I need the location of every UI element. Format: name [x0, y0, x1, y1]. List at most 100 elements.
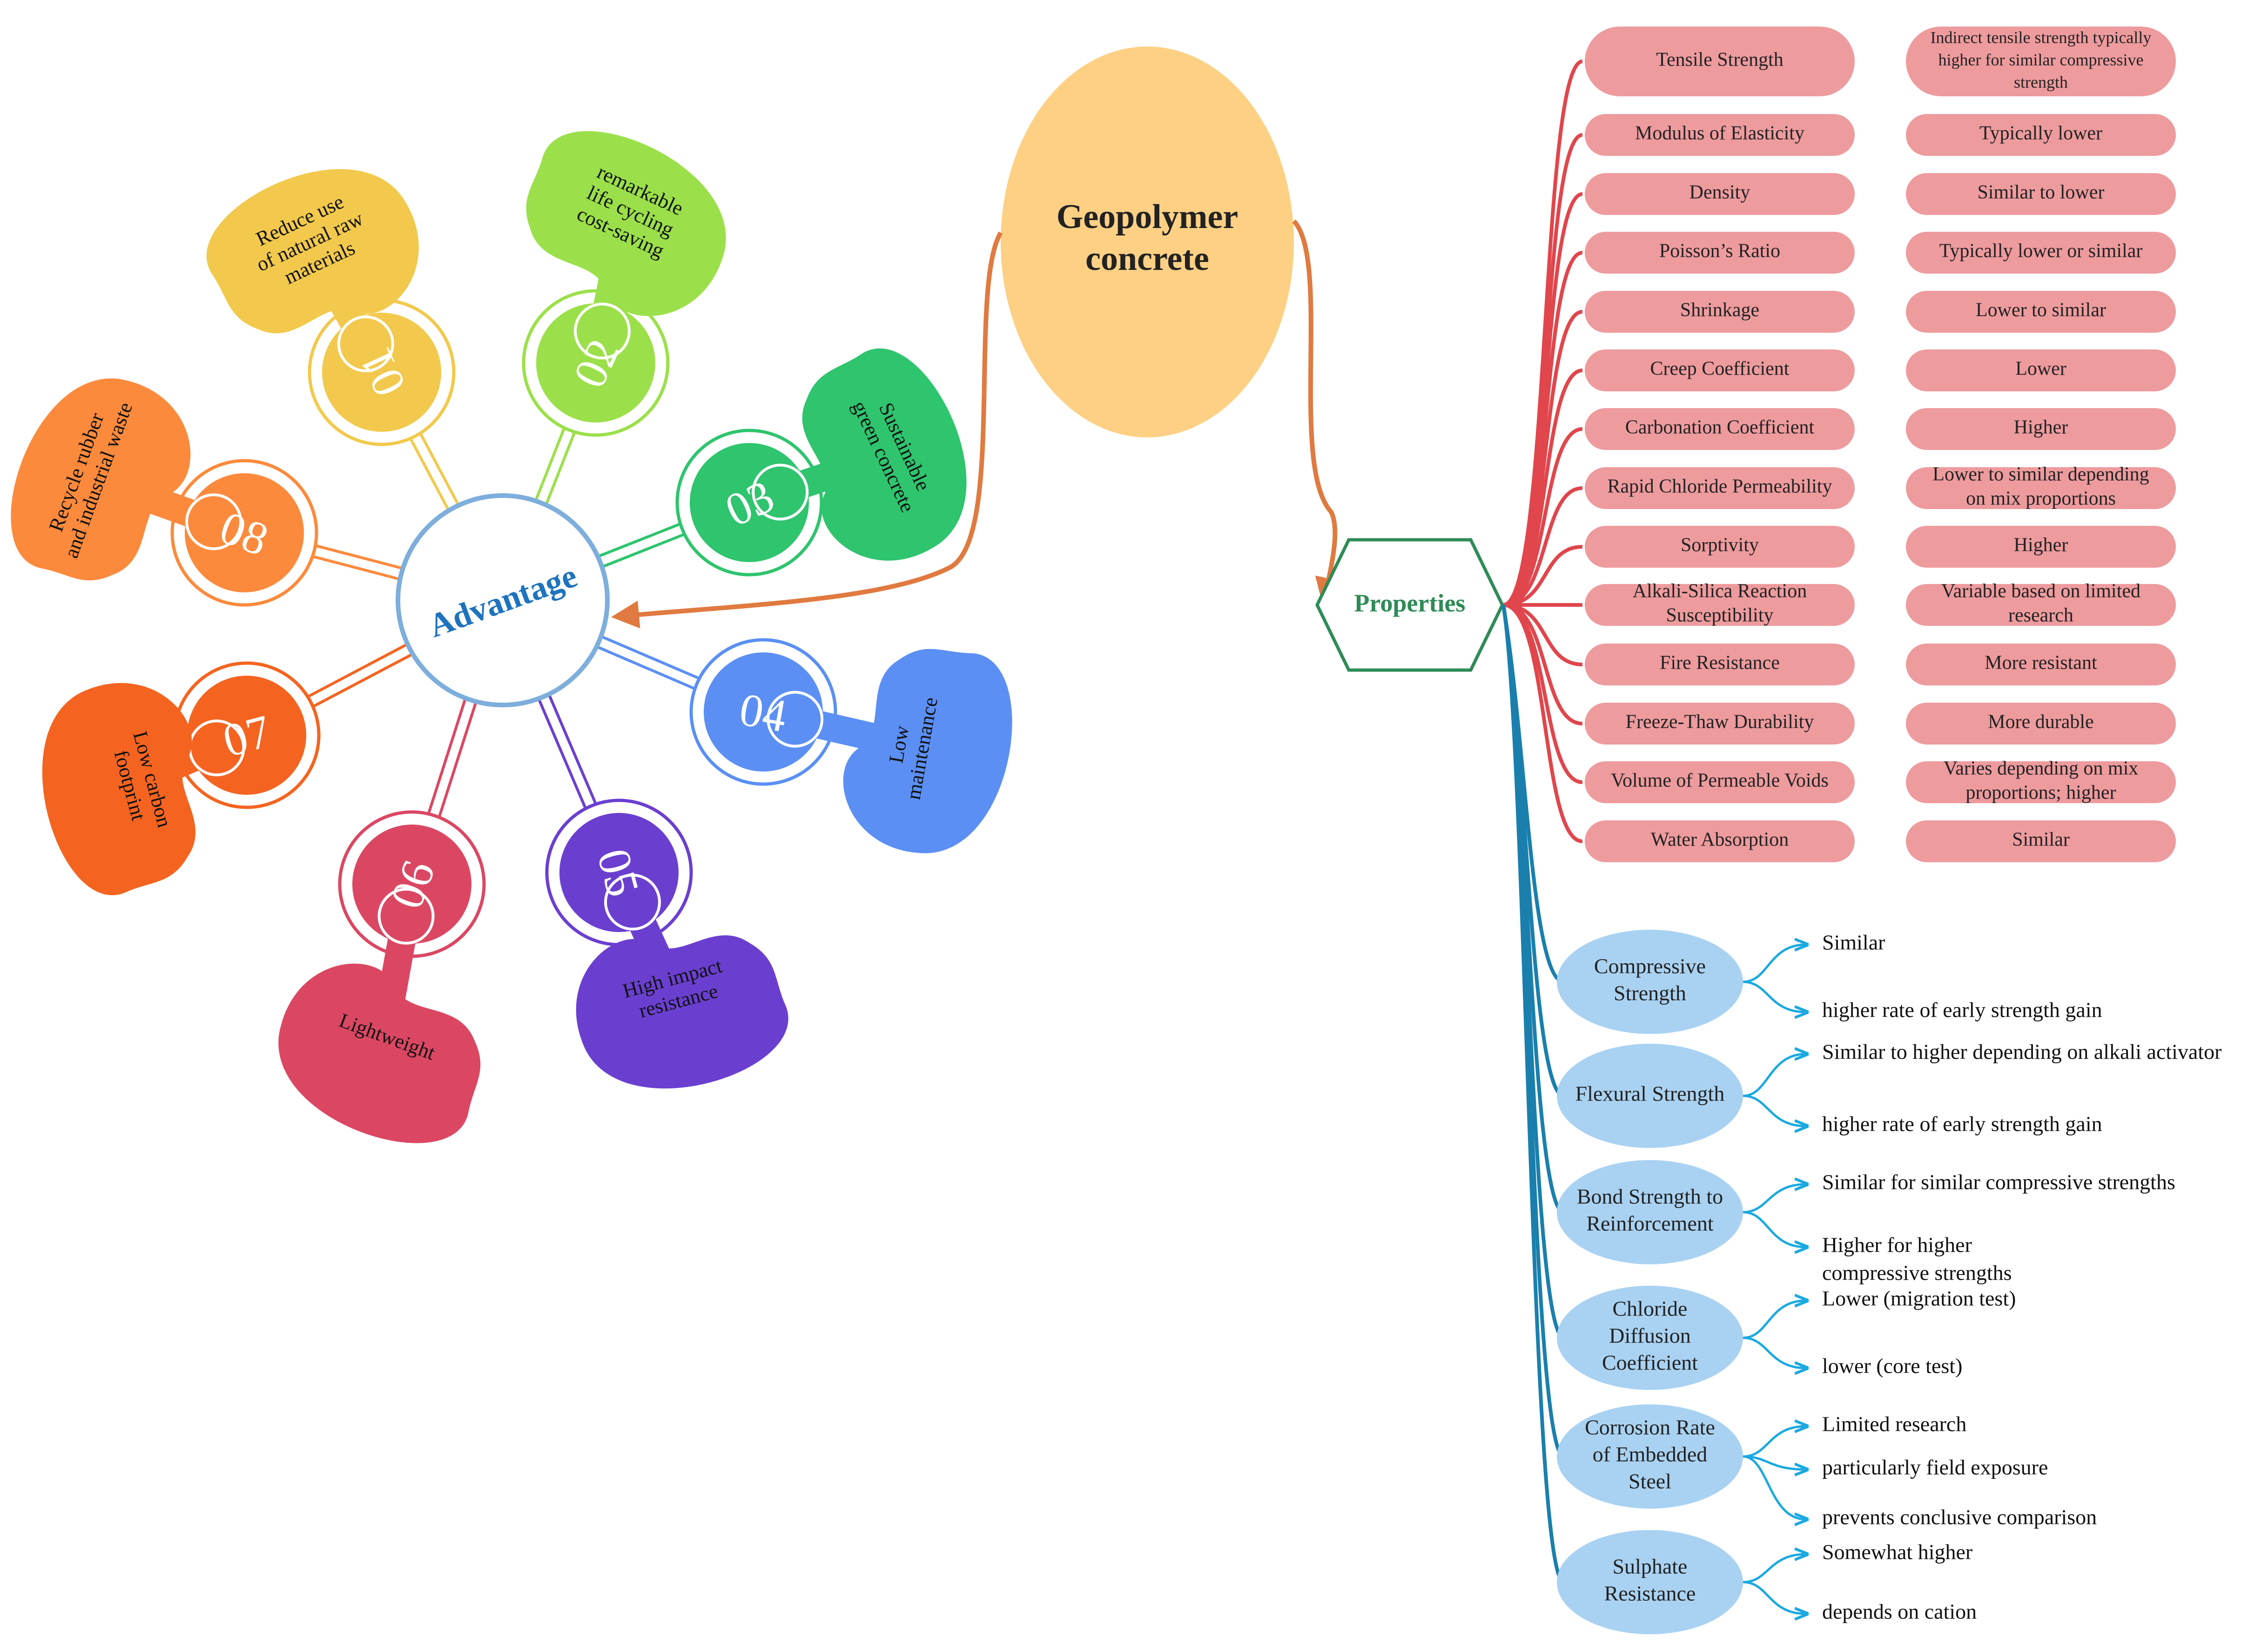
advantage-petal [576, 935, 788, 1089]
advantage-stem [427, 698, 478, 818]
central-title-line1: Geopolymer [1057, 198, 1238, 236]
mechanical-property-name: Sulphate [1613, 1555, 1688, 1578]
property-name-box [1585, 349, 1855, 391]
property-value: More durable [1988, 711, 2093, 733]
advantage-petal [843, 649, 1012, 853]
mechanical-property-finding: higher rate of early strength gain [1822, 998, 2102, 1022]
property-value: Typically lower or similar [1939, 241, 2143, 262]
mechanical-property-ellipse [1557, 1044, 1743, 1148]
property-value: Similar to lower [1978, 182, 2105, 203]
property-value: Typically lower [1979, 123, 2102, 144]
advantage-joint [752, 463, 809, 521]
property-connector [1503, 192, 1583, 607]
property-value: Indirect tensile strength typically [1931, 28, 2152, 47]
properties-hexagon [1315, 538, 1504, 672]
mechanical-property-finding: Somewhat higher [1822, 1540, 1972, 1564]
advantage-joint [185, 493, 242, 550]
property-name-box [1585, 467, 1855, 509]
property-name-box [1585, 173, 1855, 215]
property-row[interactable]: Alkali-Silica ReactionSusceptibilityVari… [1503, 581, 2176, 626]
mechanical-property-finding: higher rate of early strength gain [1822, 1112, 2102, 1136]
advantage-petal [206, 169, 419, 334]
property-value-box [1906, 526, 2176, 568]
property-connector [1503, 486, 1583, 607]
property-name-box [1585, 232, 1855, 274]
properties-label: Properties [1354, 589, 1466, 617]
property-value: Varies depending on mix [1944, 758, 2139, 779]
properties-node[interactable]: Properties [1315, 538, 1504, 672]
property-name-box [1585, 526, 1855, 568]
property-value: strength [2014, 73, 2068, 91]
leaf-arrow [1743, 1336, 1806, 1368]
advantage-hub[interactable]: Advantage [396, 493, 610, 707]
advantage-petal [802, 348, 967, 561]
property-name-box [1585, 584, 1855, 626]
advantage-joint [767, 691, 824, 748]
mechanical-property-ellipse [1557, 1530, 1743, 1634]
property-value-box [1906, 27, 2176, 96]
property-value: proportions; higher [1965, 782, 2116, 804]
property-value: Higher [2014, 535, 2068, 556]
property-connector [1503, 369, 1583, 607]
leaf-arrow [1743, 1554, 1806, 1584]
mechanical-property-finding: Similar for similar compressive strength… [1822, 1170, 2175, 1194]
mechanical-property-finding: lower (core test) [1822, 1354, 1962, 1378]
advantage-circle [396, 493, 610, 707]
mechanical-property-name: Bond Strength to [1577, 1185, 1723, 1208]
leaf-arrow [1743, 1455, 1806, 1470]
property-value-box [1906, 820, 2176, 862]
property-value-box [1906, 291, 2176, 333]
advantage-stem [534, 427, 576, 506]
advantage-stem [597, 523, 685, 569]
advantage-number: 04 [736, 683, 791, 742]
property-name: Alkali-Silica Reaction [1633, 581, 1807, 602]
central-topic[interactable]: Geopolymer concrete [1001, 47, 1294, 437]
mechanical-property-finding: Limited research [1822, 1412, 1966, 1436]
property-name-box [1585, 27, 1855, 96]
mechanical-property-ellipse [1557, 1286, 1743, 1390]
leaf-arrow [1743, 945, 1806, 983]
property-value: Similar [2012, 829, 2070, 851]
central-title-line2: concrete [1085, 240, 1209, 278]
property-name: Shrinkage [1680, 300, 1759, 321]
property-value: Higher [2014, 417, 2068, 438]
property-value-box [1906, 644, 2176, 685]
property-name-box [1585, 291, 1855, 333]
central-topic-ellipse [1001, 47, 1294, 437]
mechanical-property-name: Chloride [1613, 1297, 1688, 1321]
advantage-stem [312, 544, 404, 581]
mechanical-property-name: Steel [1629, 1470, 1671, 1493]
property-name: Carbonation Coefficient [1625, 417, 1815, 438]
property-value-box [1906, 703, 2176, 745]
leaf-arrow [1743, 1455, 1806, 1519]
mechanical-property-ellipse [1557, 1404, 1743, 1509]
property-value: More resistant [1985, 652, 2097, 674]
mechanical-property-finding: compressive strengths [1822, 1261, 2012, 1285]
mechanical-property-connector [1501, 604, 1565, 1584]
